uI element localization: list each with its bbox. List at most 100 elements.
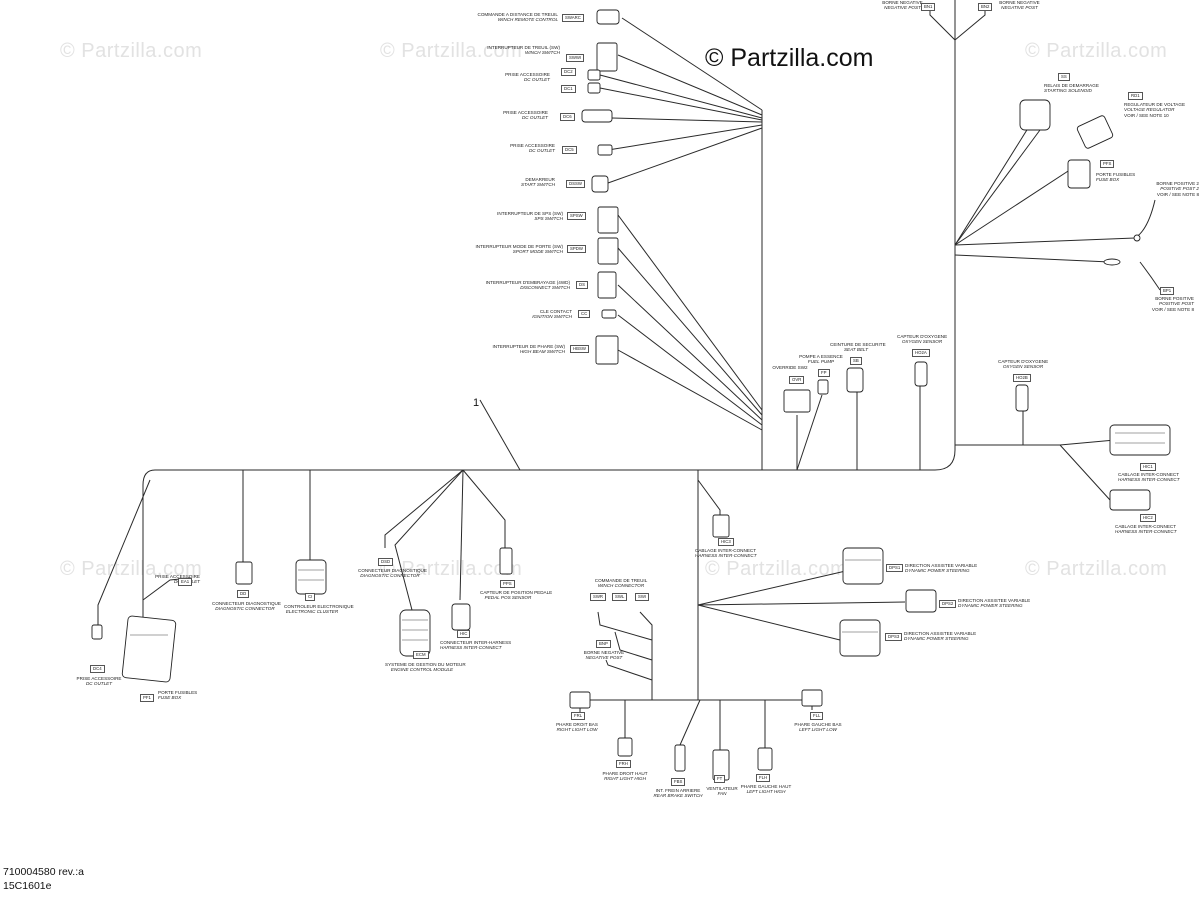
connector-pf1 [121,615,177,683]
code-pf1: PF1 [140,694,154,702]
connector-cc [601,309,617,319]
brand-watermark: © Partzilla.com [705,44,874,72]
label-swwi: INTERRUPTEUR DE TREUIL (SW)WINCH SWITCH [487,45,560,56]
figure-id: 15C1601e [3,880,52,892]
code-dc1: DC1 [561,85,576,93]
label-hbsw: INTERRUPTEUR DE PHARE (SW)HIGH BEAM SWIT… [492,344,565,355]
code-bnp: BNP [596,640,611,648]
code-frl: FRL [571,712,586,720]
code-dc2: DC2 [561,68,576,76]
connector-ds [597,271,617,299]
connector-hic [451,603,471,631]
code-ss: SS [1058,73,1070,81]
connector-ecm [399,609,431,657]
connector-pps [499,547,513,575]
connector-frh [617,737,633,757]
connector-fp [817,379,829,395]
code-swarc: SWARC [562,14,584,22]
code-dssw: DSSW [566,180,585,188]
connector-rd1 [1076,115,1114,149]
code-dsd: DSD [378,558,394,566]
connector-hic2 [1109,489,1151,511]
connector-flh [757,747,773,771]
connector-dssw [591,175,609,193]
label-sps: INTERRUPTEUR DE SPS (SW)SPS SWITCH [497,211,563,222]
code-hbsw: HBSW [570,345,589,353]
watermark: © Partzilla.com [60,40,203,62]
code-frh: FRH [616,760,631,768]
connector-fbs [674,744,686,772]
code-dps3: DPS3 [885,633,903,641]
label-ds: INTERRUPTEUR D'EMBRAYAGE (4WD)DISCONNECT… [485,280,570,291]
connector-frl [569,691,591,709]
connector-sps [597,206,619,234]
code-ho2b: HO2B [1013,374,1031,382]
code-dc4: DC4 [90,665,105,673]
connector-hbsw [595,335,619,365]
connector-swwi [596,42,618,72]
connector-ss [1019,99,1051,131]
code-dc6: DC6 [560,113,575,121]
connector-bp1 [1103,258,1121,266]
connector-dc1 [587,82,601,94]
code-flh: FLH [756,774,771,782]
code-bn1: BN1 [921,3,936,11]
code-cc: CC [578,310,591,318]
connector-dps2 [905,589,937,613]
connector-pfs [1067,159,1091,189]
code-swr: SWR [590,593,607,601]
code-spdw: SPDW [567,245,586,253]
code-dd: DD [237,590,250,598]
code-hic1: HIC1 [1140,463,1156,471]
code-rd1: RD1 [1128,92,1143,100]
code-fbs: FBS [671,778,686,786]
connector-ho2b [1015,384,1029,412]
connector-dc5 [597,144,613,156]
code-sb: SB [850,357,862,365]
code-sps: SPSW [567,212,586,220]
code-ecm: ECM [413,651,429,659]
code-dps1: DPS1 [886,564,904,572]
code-bp1: BP1 [1160,287,1175,295]
code-hic: HIC [457,630,471,638]
code-eac: EA1 [178,578,193,586]
code-bn2: BN2 [978,3,993,11]
watermark: © Partzilla.com [60,558,203,580]
main-harness-trunk [155,0,956,471]
code-dc5: DC5 [562,146,577,154]
connector-hic1 [1109,424,1171,456]
watermark: © Partzilla.com [705,558,848,580]
code-fp: FP [818,369,830,377]
code-hic3: HIC3 [718,538,734,546]
code-pps: PPS [500,580,515,588]
callout-number: 1 [473,397,480,409]
connector-ovr [783,389,811,413]
connector-dc6 [581,109,613,123]
connector-dc4 [91,624,103,640]
